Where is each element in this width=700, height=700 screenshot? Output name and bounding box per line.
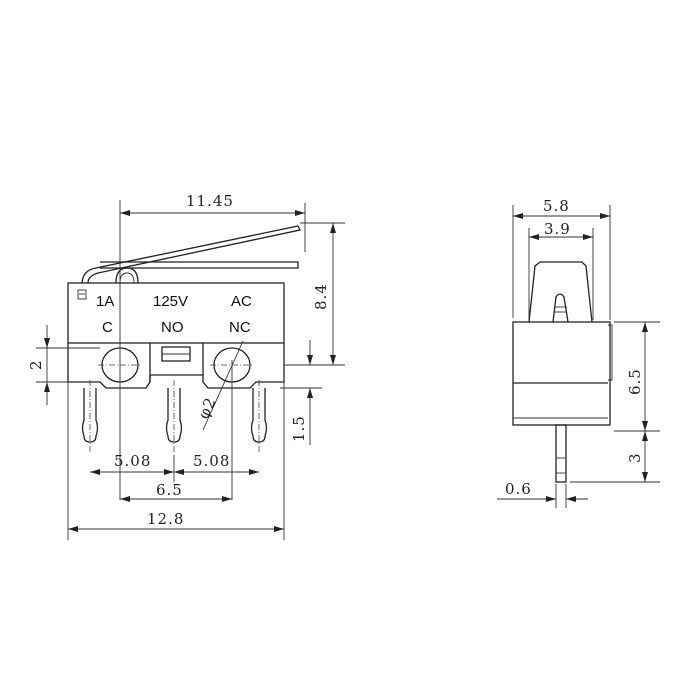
pins [81, 380, 268, 452]
dim-lever-length: 11.45 [120, 192, 306, 252]
dim-pin-pitch: 5.08 5.08 [90, 452, 259, 482]
svg-text:3.9: 3.9 [544, 220, 571, 238]
dim-pin-offset: 1.5 [280, 340, 322, 445]
label-common: C [102, 319, 113, 336]
svg-text:1.5: 1.5 [290, 415, 308, 442]
svg-text:11.45: 11.45 [186, 192, 234, 210]
dim-body-height: 6.5 [614, 321, 660, 432]
label-normally-open: NO [161, 319, 184, 336]
dim-overall-width: 12.8 [67, 382, 285, 540]
svg-text:3: 3 [626, 452, 644, 463]
svg-text:5.08: 5.08 [114, 452, 151, 470]
svg-text:0.6: 0.6 [505, 480, 532, 498]
dim-hole-height: 2 [27, 325, 100, 405]
label-voltage: 125V [153, 293, 188, 310]
svg-text:12.8: 12.8 [147, 510, 184, 528]
side-view: 5.8 3.9 6.5 3 0.6 [497, 197, 660, 508]
dim-height: 8.4 [284, 222, 345, 366]
dim-pin-thickness: 0.6 [497, 480, 588, 508]
dim-side-width: 5.8 [512, 197, 611, 320]
svg-text:φ2: φ2 [194, 394, 220, 422]
svg-text:6.5: 6.5 [156, 481, 183, 499]
svg-text:8.4: 8.4 [312, 283, 330, 310]
svg-text:6.5: 6.5 [626, 368, 644, 395]
svg-text:5.8: 5.8 [543, 197, 570, 215]
dim-pin-length: 3 [570, 431, 660, 483]
dim-hole-spacing: 6.5 [120, 481, 232, 502]
label-current: 1A [96, 293, 114, 310]
label-normally-closed: NC [229, 319, 251, 336]
front-view: 1A 125V AC C NO NC 11.45 [27, 192, 345, 540]
svg-text:2: 2 [27, 359, 45, 370]
dim-actuator-width: 3.9 [528, 220, 594, 320]
svg-text:5.08: 5.08 [193, 452, 230, 470]
body-labels: 1A 125V AC C NO NC [96, 293, 252, 336]
lever [81, 225, 301, 284]
label-ac: AC [231, 293, 252, 310]
